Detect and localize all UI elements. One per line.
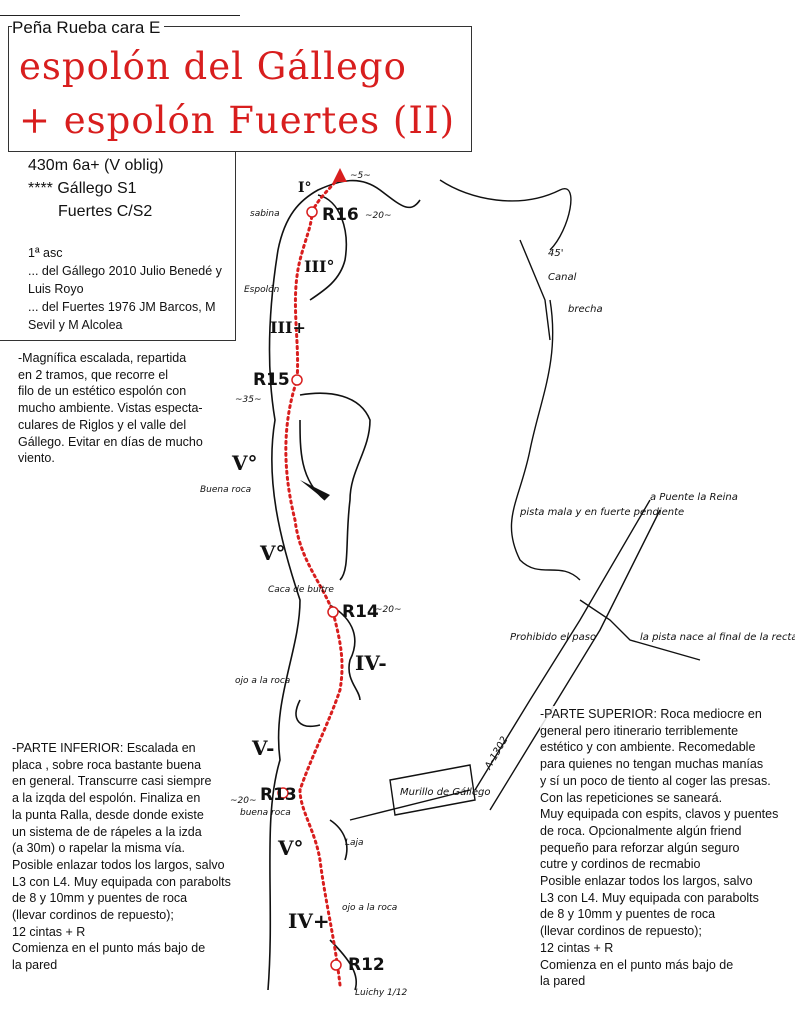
map-label: A-1302: [483, 735, 511, 772]
topo-note: ~20~: [230, 796, 257, 806]
map-label: Murillo de Gállego: [400, 786, 490, 798]
topo-note: ~5~: [350, 171, 371, 181]
belay-label: R15: [253, 370, 290, 390]
topo-note: sabina: [250, 209, 280, 219]
map-label: pista mala y en fuerte pendiente: [519, 507, 684, 518]
grade-label: III°: [304, 257, 334, 276]
map-label: Canal: [548, 272, 577, 283]
topo-note: ~20~: [365, 211, 392, 221]
grade-summary: 430m 6a+ (V oblig): [28, 157, 164, 174]
info-box: 430m 6a+ (V oblig) **** Gállego S1 Fuert…: [0, 150, 236, 341]
rating-gallego: **** Gállego S1: [28, 180, 137, 197]
route-title-line2: + espolón Fuertes (II): [19, 99, 456, 142]
belay-label: R14: [342, 602, 379, 622]
map-label: Prohibido el paso: [510, 632, 596, 643]
belay-label: R16: [322, 205, 359, 225]
summit-icon: [333, 168, 347, 182]
grade-label: III+: [270, 318, 306, 337]
topo-note: Buena roca: [200, 485, 251, 495]
grade-label: V°: [231, 451, 258, 475]
route-title-line1: espolón del Gállego: [19, 45, 407, 88]
topo-note: ~35~: [235, 395, 262, 405]
map-label: 45': [548, 248, 563, 259]
belay-icon: [306, 206, 318, 218]
rating-fuertes: Fuertes C/S2: [58, 203, 153, 220]
title-box: espolón del Gállego + espolón Fuertes (I…: [8, 26, 472, 152]
first-ascent-label: 1ª asc: [28, 246, 63, 260]
belay-label: R12: [348, 955, 385, 975]
belay-label: R13: [260, 785, 297, 805]
topo-note: buena roca: [240, 808, 291, 818]
topo-note: ~20~: [375, 605, 402, 615]
rock-shadow: [300, 480, 330, 500]
topo-note: Espolón: [244, 284, 280, 295]
topo-note: Laja: [345, 838, 364, 848]
first-ascent-fuertes: ... del Fuertes 1976 JM Barcos, M Sevil …: [28, 300, 216, 332]
map-label: brecha: [568, 304, 603, 315]
belay-icon: [330, 959, 342, 971]
signature: Luichy 1/12: [355, 988, 408, 998]
grade-label: IV+: [288, 909, 330, 933]
crag-name: Peña Rueba cara E: [12, 18, 165, 38]
lower-part-text: -PARTE INFERIOR: Escalada en placa , sob…: [12, 741, 231, 973]
topo-note: ojo a la roca: [342, 903, 397, 913]
map-label: la pista nace al final de la recta.: [640, 632, 795, 643]
map-label: a Puente la Reina: [650, 492, 738, 503]
grade-label: IV-: [355, 651, 387, 675]
grade-label: V°: [277, 836, 304, 860]
grade-label: I°: [298, 180, 312, 196]
approach-map: [349, 179, 701, 821]
grade-label: V-: [251, 736, 274, 760]
header-rule: [0, 15, 240, 16]
route-line: [284, 173, 344, 987]
belay-markers: [277, 206, 342, 971]
upper-part-text: -PARTE SUPERIOR: Roca mediocre en genera…: [540, 706, 779, 990]
belay-icon: [327, 606, 339, 618]
grade-label: V°: [259, 541, 286, 565]
first-ascent-gallego: ... del Gállego 2010 Julio Benedé y Luis…: [28, 264, 222, 296]
topo-note: ojo a la roca: [235, 676, 290, 686]
belay-icon: [291, 374, 303, 386]
intro-text: -Magnífica escalada, repartida en 2 tram…: [18, 351, 203, 466]
belay-icon: [277, 787, 289, 799]
topo-note: Caca de buitre: [268, 585, 334, 595]
